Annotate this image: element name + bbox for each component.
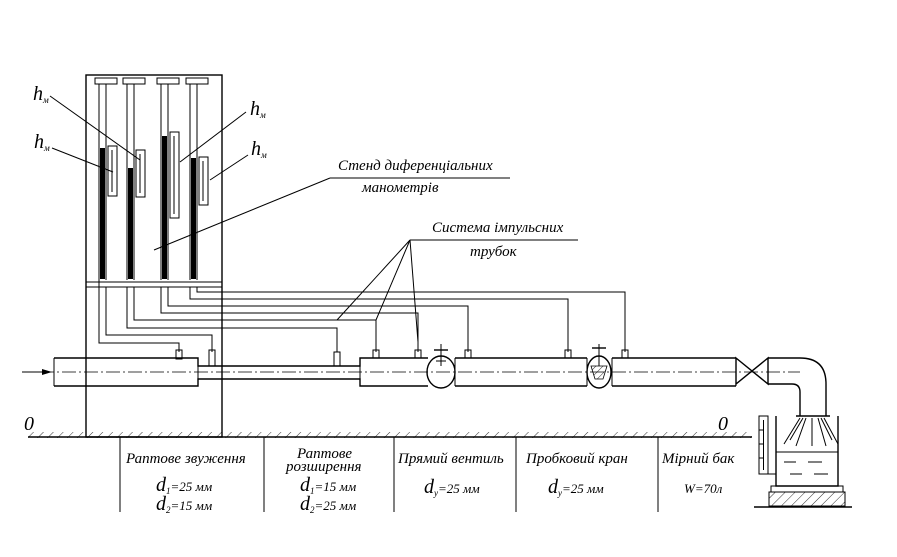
svg-text:d2=25 мм: d2=25 мм: [300, 493, 356, 515]
svg-text:Пробковий кран: Пробковий кран: [525, 451, 628, 467]
svg-text:розширення: розширення: [285, 459, 362, 475]
stand-label-line1: Стенд диференціальних: [338, 158, 493, 174]
manometer-label-1: hм: [33, 83, 49, 105]
impulse-tube-system: [98, 280, 629, 367]
ground-line: [28, 432, 752, 512]
svg-text:d1=15 мм: d1=15 мм: [300, 474, 356, 496]
section-sudden-expansion: Раптове розширення d1=15 мм d2=25 мм: [285, 446, 362, 515]
measuring-tank: [754, 415, 852, 508]
section-sudden-contraction: Раптове звуження d1=25 мм d2=15 мм: [125, 451, 246, 515]
svg-text:Раптове звуження: Раптове звуження: [125, 451, 246, 467]
section-measuring-tank: Мірний бак W=70л: [661, 451, 735, 496]
manometer-label-2: hм: [34, 131, 50, 153]
svg-text:dу=25 мм: dу=25 мм: [424, 476, 480, 498]
pipeline: [22, 344, 830, 417]
svg-text:Мірний бак: Мірний бак: [661, 451, 735, 467]
svg-text:d1=25 мм: d1=25 мм: [156, 474, 212, 496]
manometer-stand: [85, 74, 223, 438]
svg-text:dу=25 мм: dу=25 мм: [548, 476, 604, 498]
manometer-label-4: hм: [251, 138, 267, 160]
datum-right: 0: [718, 413, 728, 435]
svg-text:d2=15 мм: d2=15 мм: [156, 493, 212, 515]
svg-text:Раптове: Раптове: [296, 446, 352, 462]
gate-valve: [735, 356, 769, 386]
section-plug-cock: Пробковий кран dу=25 мм: [525, 451, 628, 498]
impulse-label-line2: трубок: [470, 244, 518, 260]
datum-left: 0: [24, 413, 34, 435]
stand-label-line2: манометрів: [361, 180, 439, 196]
svg-text:Прямий вентиль: Прямий вентиль: [397, 451, 504, 467]
manometer-label-3: hм: [250, 98, 266, 120]
label-leaders: [49, 95, 578, 343]
section-globe-valve: Прямий вентиль dу=25 мм: [397, 451, 504, 498]
manometer-height-labels: hм hм hм hм: [33, 83, 267, 160]
svg-text:W=70л: W=70л: [684, 481, 723, 496]
impulse-label-line1: Система імпульсних: [432, 220, 564, 236]
